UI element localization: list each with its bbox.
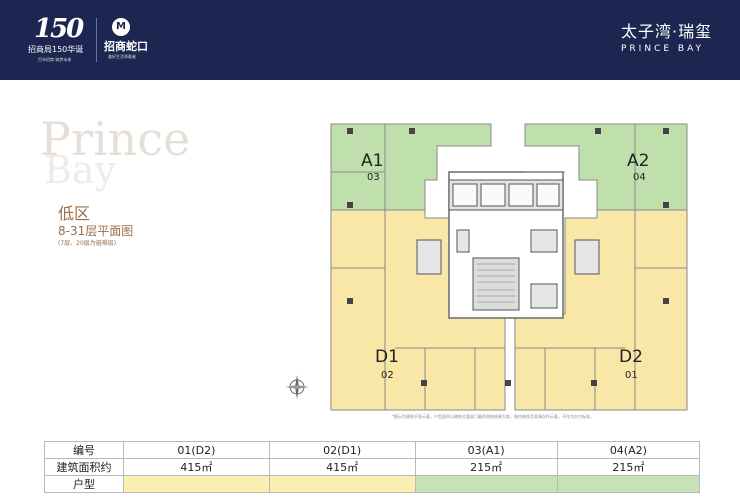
disclaimer-note: *图示为建筑平面示意，户型面积以政府主管部门最终测绘结果为准，图内装饰及家具仅作… — [392, 414, 594, 419]
unit-d1-code: D1 — [375, 347, 399, 367]
header-divider — [96, 18, 97, 62]
logo-150-number: 150 — [34, 14, 84, 44]
floor-note: (7层、20层为避难层) — [58, 240, 117, 247]
unit-d1-number: 02 — [381, 370, 394, 381]
watermark-line1: Prince — [40, 112, 191, 166]
row-label-area: 建筑面积约 — [44, 458, 124, 476]
cell-area-04: 215㎡ — [556, 458, 701, 476]
unit-spec-table: 编号 01(D2) 02(D1) 03(A1) 04(A2) 建筑面积约 415… — [44, 441, 701, 493]
cell-area-01: 415㎡ — [123, 458, 270, 476]
unit-a2-area — [524, 123, 688, 211]
unit-a2-code: A2 — [627, 151, 649, 171]
swatch-01 — [123, 475, 270, 493]
row-label-id: 编号 — [44, 441, 124, 459]
cell-id-02: 02(D1) — [268, 441, 416, 459]
cm-logo-tagline: 美好生活承载者 — [108, 54, 136, 59]
logo-150-name: 招商局150华诞 — [28, 45, 84, 54]
logo-150-tagline: 百年招商 筑梦未来 — [38, 57, 72, 62]
cell-id-01: 01(D2) — [123, 441, 270, 459]
floor-range: 8-31层平面图 — [58, 224, 134, 238]
swatch-02 — [268, 475, 416, 493]
brand-name-en: PRINCE BAY — [621, 44, 705, 54]
stair-core — [472, 257, 520, 311]
table-row-id: 编号 01(D2) 02(D1) 03(A1) 04(A2) — [44, 441, 701, 459]
watermark-line2: Bay — [44, 148, 117, 192]
logo-150-anniversary: 150 招商局150华诞 百年招商 筑梦未来 — [28, 12, 90, 64]
cell-id-03: 03(A1) — [414, 441, 558, 459]
unit-d2-code: D2 — [619, 347, 643, 367]
unit-a2-number: 04 — [633, 172, 646, 183]
cm-logo-name: 招商蛇口 — [104, 40, 148, 53]
unit-d2-number: 01 — [625, 370, 638, 381]
floor-plan: A1 03 A2 04 D1 02 D2 01 — [330, 123, 688, 411]
cell-id-04: 04(A2) — [556, 441, 701, 459]
swatch-04 — [556, 475, 701, 493]
unit-a1-code: A1 — [361, 151, 383, 171]
swatch-03 — [414, 475, 558, 493]
unit-a1-number: 03 — [367, 172, 380, 183]
zone-title: 低区 — [58, 204, 91, 223]
header-bar: 150 招商局150华诞 百年招商 筑梦未来 M 招商蛇口 美好生活承载者 太子… — [0, 0, 740, 80]
cell-area-03: 215㎡ — [414, 458, 558, 476]
cell-area-02: 415㎡ — [268, 458, 416, 476]
row-label-type: 户型 — [44, 475, 124, 493]
compass-icon — [285, 375, 309, 399]
brand-name-cn: 太子湾·瑞玺 — [621, 22, 713, 41]
table-row-area: 建筑面积约 415㎡ 415㎡ 215㎡ 215㎡ — [44, 458, 701, 476]
table-row-type: 户型 — [44, 475, 701, 493]
cm-logo-icon: M — [112, 18, 130, 36]
